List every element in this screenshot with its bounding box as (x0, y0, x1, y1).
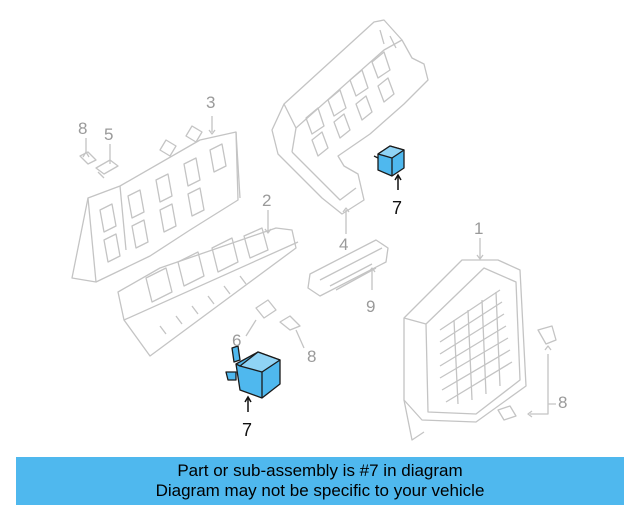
part-7-relay-bottom (225, 345, 281, 399)
callout-8: 8 (78, 119, 88, 138)
part-7-relay-top (373, 145, 405, 177)
callout-9: 9 (366, 297, 376, 316)
callout-4: 4 (339, 235, 349, 254)
part-1-fuse-box (403, 259, 527, 441)
part-5-clip (95, 159, 119, 179)
callout-5: 5 (104, 125, 114, 144)
callout-2: 2 (262, 191, 272, 210)
part-8-clip-a (79, 151, 97, 165)
part-8-clip-d (497, 405, 517, 421)
part-6-clip (255, 299, 277, 319)
callout-7: 7 (392, 198, 403, 218)
callout-8: 8 (307, 347, 317, 366)
part-4-relay-carrier (271, 19, 429, 215)
callout-1: 1 (474, 219, 484, 238)
part-3-fuse-block (71, 125, 241, 283)
banner-line-1: Part or sub-assembly is #7 in diagram (177, 461, 463, 480)
part-8-clip-b (279, 315, 301, 331)
info-banner: Part or sub-assembly is #7 in diagram Di… (16, 457, 624, 505)
callout-7: 7 (242, 420, 253, 440)
banner-line-2: Diagram may not be specific to your vehi… (155, 481, 485, 500)
callout-6: 6 (232, 331, 242, 350)
part-8-clip-c (537, 325, 557, 345)
callout-3: 3 (206, 93, 216, 112)
part-2-fuse-carrier (117, 227, 299, 357)
parts-diagram (71, 19, 557, 441)
callout-8: 8 (558, 393, 568, 412)
